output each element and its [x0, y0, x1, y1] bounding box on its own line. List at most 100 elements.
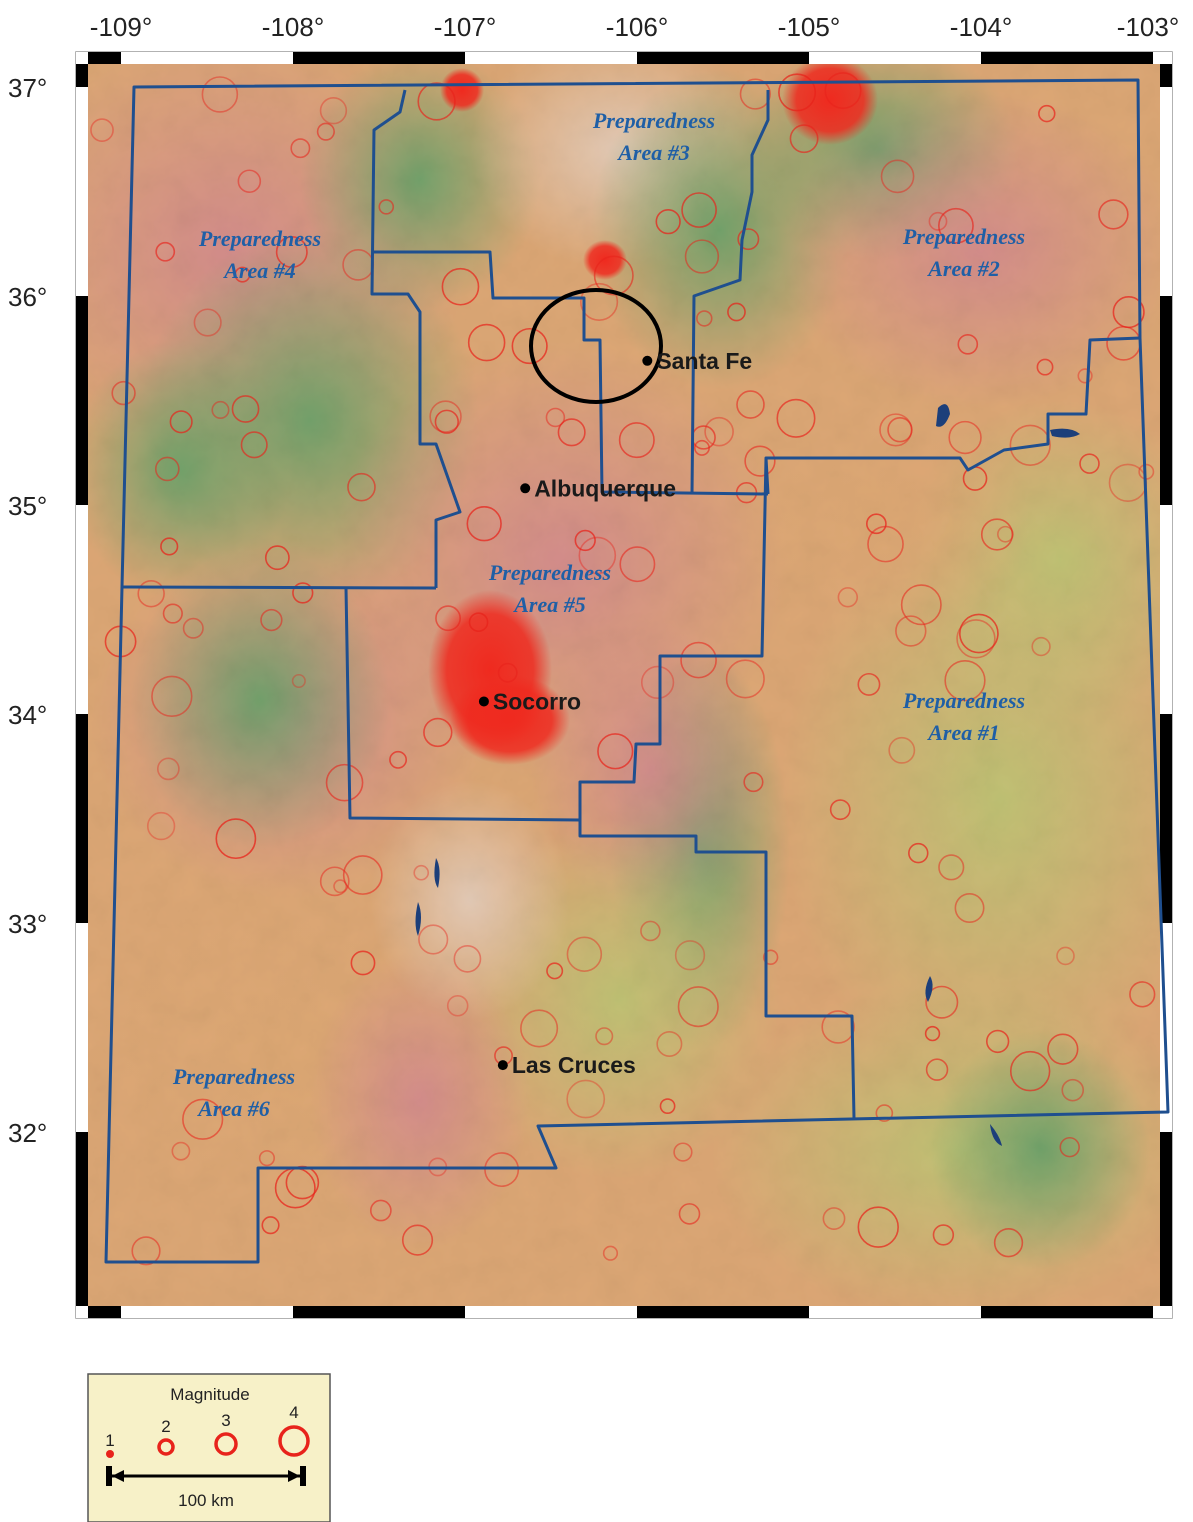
earthquake-ring: [857, 672, 881, 696]
earthquake-ring: [467, 323, 506, 362]
area-4-5-divider: [121, 585, 437, 590]
longitude-tick-label: -103°: [1117, 12, 1179, 42]
earthquake-ring: [908, 842, 929, 864]
earthquake-ring: [880, 159, 915, 194]
earthquake-ring: [234, 266, 251, 283]
earthquake-ring: [319, 97, 348, 125]
earthquake-ring: [677, 986, 719, 1028]
earthquake-ring: [1079, 453, 1100, 474]
earthquake-ring: [215, 818, 257, 860]
earthquake-ring: [182, 1098, 224, 1140]
earthquake-ring: [1061, 1078, 1085, 1102]
earthquake-ring: [924, 1025, 941, 1042]
latitude-tick-label: 36°: [8, 282, 47, 312]
earthquake-ring: [333, 879, 348, 894]
earthquake-ring: [275, 236, 308, 268]
legend-circle-4: [278, 1425, 310, 1457]
earthquake-ring: [350, 950, 376, 976]
earthquake-ring: [240, 431, 268, 459]
earthquake-ring: [111, 380, 136, 406]
city-dot: [497, 1060, 508, 1071]
earthquake-ring: [696, 310, 713, 327]
earthquake-ring: [497, 662, 518, 683]
earthquake-ring: [597, 733, 634, 770]
area-2-west-boundary: [690, 90, 770, 495]
earthquake-ring: [888, 736, 916, 764]
earthquake-ring: [429, 400, 462, 433]
earthquake-ring: [137, 580, 165, 608]
earthquake-ring: [867, 525, 904, 563]
highlight-circle: [529, 288, 663, 404]
earthquake-ring: [290, 138, 311, 159]
earthquake-ring: [131, 1236, 161, 1266]
earthquake-ring: [520, 1009, 559, 1048]
earthquake-ring: [417, 82, 456, 121]
earthquake-ring: [727, 302, 746, 322]
earthquake-cluster: [583, 240, 627, 280]
earthquake-ring: [778, 73, 817, 112]
earthquake-ring: [693, 439, 710, 456]
earthquake-ring: [887, 417, 913, 443]
legend-circle-1: [106, 1450, 114, 1458]
earthquake-ring: [743, 771, 764, 793]
earthquake-ring: [369, 1199, 392, 1222]
earthquake-ring: [342, 855, 383, 895]
earthquake-ring: [681, 192, 717, 228]
longitude-tick-label: -108°: [262, 12, 324, 42]
earthquake-ring: [1098, 199, 1129, 230]
scale-bar: [106, 1466, 306, 1486]
earthquake-ring: [956, 619, 996, 659]
earthquake-ring: [413, 864, 430, 881]
earthquake-ring: [156, 757, 180, 781]
earthquake-ring: [160, 537, 179, 556]
legend: Magnitude 1 2 3 4 100 km: [87, 1373, 331, 1522]
latitude-tick-label: 32°: [8, 1118, 47, 1148]
earthquake-ring: [466, 506, 502, 542]
longitude-tick-label: -107°: [434, 12, 496, 42]
earthquake-ring: [737, 228, 760, 251]
earthquake-ring: [822, 1207, 846, 1230]
earthquake-ring: [1009, 424, 1051, 466]
earthquake-ring: [993, 1228, 1024, 1258]
earthquake-ring: [925, 985, 959, 1019]
earthquake-ring: [997, 525, 1014, 543]
earthquake-ring: [680, 641, 717, 679]
earthquake-ring: [776, 398, 816, 438]
earthquake-ring: [1036, 358, 1054, 376]
earthquake-ring: [260, 608, 283, 632]
earthquake-ring: [580, 282, 619, 322]
earthquake-ring: [154, 456, 180, 482]
legend-circle-2: [157, 1438, 175, 1456]
area-5-boundary: [578, 457, 856, 1119]
latitude-tick-label: 34°: [8, 700, 47, 730]
latitude-tick-label: 37°: [8, 73, 47, 103]
earthquake-ring: [201, 76, 239, 113]
earthquake-ring: [231, 395, 260, 423]
earthquake-ring: [619, 546, 656, 583]
earthquake-ring: [511, 327, 548, 365]
earthquake-ring: [435, 605, 461, 632]
earthquake-ring: [928, 211, 948, 231]
longitude-tick-label: -105°: [778, 12, 840, 42]
earthquake-ring: [434, 409, 459, 434]
earthquake-ring: [739, 78, 771, 110]
earthquake-ring: [546, 962, 564, 980]
earthquake-ring: [944, 659, 986, 702]
earthquake-ring: [316, 122, 335, 141]
earthquake-ring: [744, 445, 776, 477]
earthquake-ring: [948, 420, 982, 455]
city-dot: [478, 696, 489, 707]
earthquake-ring: [736, 390, 765, 419]
earthquake-ring: [378, 199, 395, 215]
earthquake-ring: [211, 400, 230, 419]
legend-circle-3: [214, 1432, 238, 1456]
earthquake-ring: [566, 1079, 606, 1119]
earthquake-ring: [162, 603, 183, 624]
earthquake-ring: [837, 587, 859, 608]
earthquake-ring: [1056, 946, 1075, 966]
earthquake-ring: [704, 416, 734, 447]
earthquake-ring: [789, 124, 819, 154]
